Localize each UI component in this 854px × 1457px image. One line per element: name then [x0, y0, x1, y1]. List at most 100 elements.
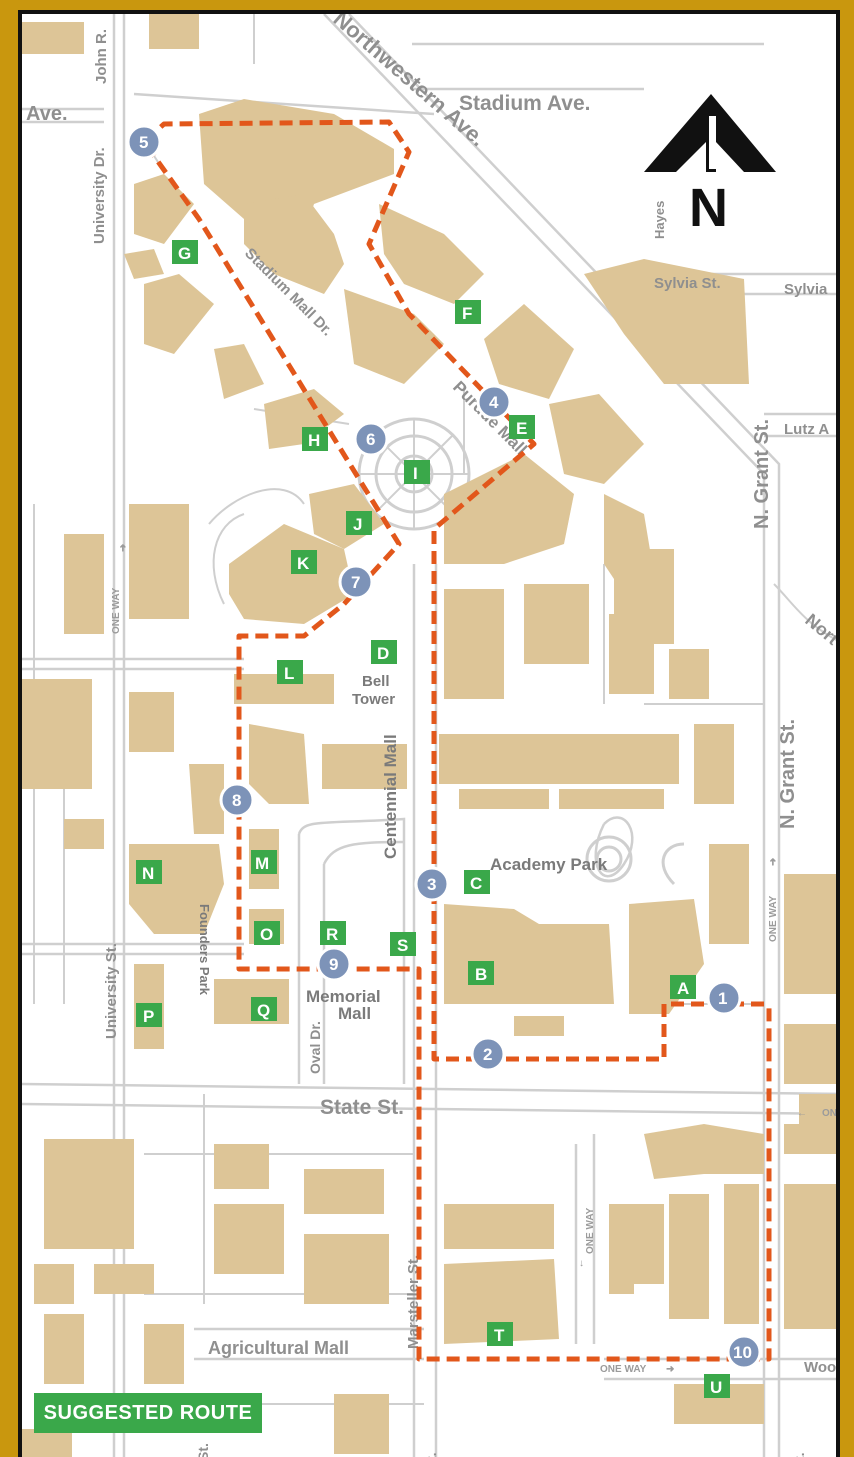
svg-text:K: K: [297, 554, 310, 573]
street-woo: Woo: [804, 1359, 836, 1376]
street-memorial-mall: Memorial: [306, 987, 381, 1006]
stop-5[interactable]: 5: [126, 124, 162, 160]
location-k[interactable]: K: [291, 550, 317, 574]
one-way-arrow-icon: ↓: [579, 1258, 584, 1269]
stop-4[interactable]: 4: [476, 384, 512, 420]
location-f[interactable]: F: [455, 300, 481, 324]
location-l[interactable]: L: [277, 660, 303, 684]
location-j[interactable]: J: [346, 511, 372, 535]
legend-label: SUGGESTED ROUTE: [43, 1402, 253, 1424]
svg-text:P: P: [143, 1007, 154, 1026]
north-label: N: [689, 178, 728, 238]
street-n-grant-1: N. Grant St.: [751, 419, 773, 529]
svg-text:M: M: [255, 854, 269, 873]
street-stadium: Stadium Ave.: [459, 92, 590, 115]
location-u[interactable]: U: [704, 1374, 730, 1398]
street-state: State St.: [320, 1096, 404, 1119]
svg-text:F: F: [462, 304, 472, 323]
one-way-arrow-icon: ➜: [666, 1364, 674, 1375]
svg-text:C: C: [470, 874, 482, 893]
svg-text:H: H: [308, 431, 320, 450]
svg-text:9: 9: [329, 955, 338, 974]
one-way-label-partial: ON: [822, 1108, 837, 1119]
location-g[interactable]: G: [172, 240, 198, 264]
svg-text:3: 3: [427, 875, 436, 894]
street-bottom-st-1: St.: [195, 1443, 211, 1457]
stop-2[interactable]: 2: [470, 1036, 506, 1072]
location-i[interactable]: I: [404, 460, 430, 484]
svg-text:A: A: [677, 979, 689, 998]
stop-8[interactable]: 8: [219, 782, 255, 818]
campus-map: Northwestern Ave. Stadium Ave. Ave. John…: [18, 10, 840, 1457]
svg-text:E: E: [516, 419, 527, 438]
street-sylvia-2: Sylvia: [784, 281, 828, 298]
svg-text:R: R: [326, 925, 338, 944]
street-bottom-st-3: t.: [791, 1452, 807, 1457]
stop-1[interactable]: 1: [706, 980, 742, 1016]
location-d[interactable]: D: [371, 640, 397, 664]
street-centennial-mall: Centennial Mall: [381, 734, 400, 859]
svg-text:I: I: [413, 464, 418, 483]
svg-text:T: T: [494, 1326, 505, 1345]
location-e[interactable]: E: [509, 415, 535, 439]
svg-text:O: O: [260, 925, 273, 944]
location-o[interactable]: O: [254, 921, 280, 945]
location-p[interactable]: P: [136, 1003, 162, 1027]
location-c[interactable]: C: [464, 870, 490, 894]
one-way-label: ONE WAY: [111, 587, 122, 634]
svg-text:S: S: [397, 936, 408, 955]
street-memorial-mall-2: Mall: [338, 1004, 371, 1023]
street-n-grant-2: N. Grant St.: [777, 719, 799, 829]
svg-text:L: L: [284, 664, 294, 683]
location-h[interactable]: H: [302, 427, 328, 451]
svg-text:10: 10: [733, 1343, 752, 1362]
location-b[interactable]: B: [468, 961, 494, 985]
street-oval-dr: Oval Dr.: [307, 1021, 323, 1074]
svg-text:J: J: [353, 515, 362, 534]
svg-text:4: 4: [489, 393, 499, 412]
stop-9[interactable]: 9: [316, 946, 352, 982]
one-way-arrow-icon: ➜: [118, 544, 129, 552]
street-agricultural-mall: Agricultural Mall: [208, 1338, 349, 1358]
svg-text:2: 2: [483, 1045, 492, 1064]
svg-text:B: B: [475, 965, 487, 984]
street-north-right: Nort: [801, 610, 840, 649]
street-john-r: John R.: [93, 29, 110, 84]
svg-text:Q: Q: [257, 1001, 270, 1020]
street-university-st: University St.: [103, 943, 120, 1039]
stop-10[interactable]: 10: [726, 1334, 762, 1370]
street-bell-tower: Bell: [362, 673, 390, 690]
stop-7[interactable]: 7: [338, 564, 374, 600]
north-arrow-icon: N: [644, 94, 776, 238]
stop-3[interactable]: 3: [414, 866, 450, 902]
location-t[interactable]: T: [487, 1322, 513, 1346]
street-bottom-st-2: t.: [423, 1452, 439, 1457]
street-university-dr: University Dr.: [91, 147, 108, 244]
svg-text:6: 6: [366, 430, 375, 449]
street-founders-park: Founders Park: [197, 904, 212, 996]
one-way-label: ONE WAY: [600, 1364, 647, 1375]
map-canvas: Northwestern Ave. Stadium Ave. Ave. John…: [22, 14, 840, 1457]
stop-6[interactable]: 6: [353, 421, 389, 457]
one-way-arrow-icon: ➜: [768, 858, 779, 866]
svg-text:8: 8: [232, 791, 241, 810]
location-q[interactable]: Q: [251, 997, 277, 1021]
location-n[interactable]: N: [136, 860, 162, 884]
one-way-signs: ONE WAY ➜ ONE WAY ➜ ONE WAY ↓ ONE WAY ➜ …: [111, 544, 837, 1375]
street-bell-tower-2: Tower: [352, 691, 395, 708]
svg-text:1: 1: [718, 989, 727, 1008]
svg-text:D: D: [377, 644, 389, 663]
svg-text:U: U: [710, 1378, 722, 1397]
route-stops: 1 2 3 4 5 6 7 8 9 10: [126, 124, 762, 1370]
svg-text:5: 5: [139, 133, 148, 152]
location-r[interactable]: R: [320, 921, 346, 945]
legend-suggested-route: SUGGESTED ROUTE: [34, 1393, 262, 1433]
one-way-label: ONE WAY: [768, 895, 779, 942]
location-a[interactable]: A: [670, 975, 696, 999]
location-m[interactable]: M: [251, 850, 277, 874]
street-lutz: Lutz A: [784, 421, 829, 438]
one-way-label: ONE WAY: [585, 1207, 596, 1254]
location-s[interactable]: S: [390, 932, 416, 956]
svg-text:G: G: [178, 244, 191, 263]
